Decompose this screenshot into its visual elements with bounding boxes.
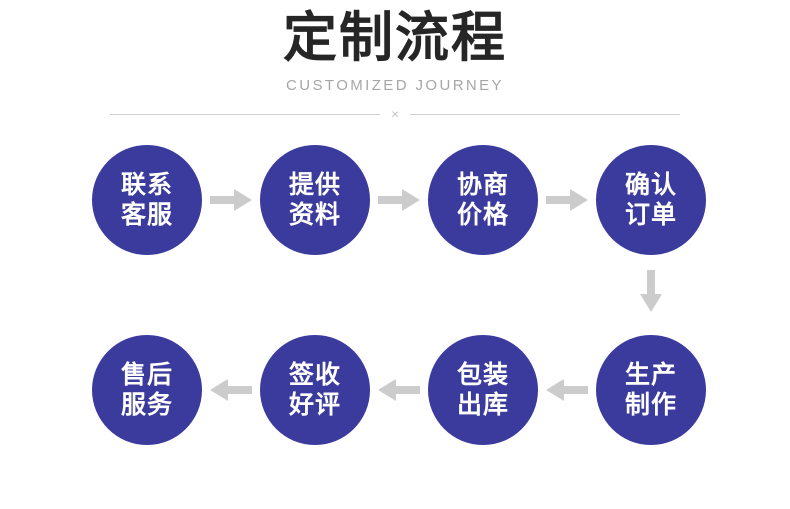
arrow-right-icon — [210, 189, 252, 211]
process-step-contact-service[interactable]: 联系 客服 — [92, 145, 202, 255]
process-step-provide-materials[interactable]: 提供 资料 — [260, 145, 370, 255]
process-step-production[interactable]: 生产 制作 — [596, 335, 706, 445]
arrow-down-icon — [640, 270, 662, 312]
divider-line-left — [110, 114, 380, 115]
step-label-line1: 协商 — [456, 170, 509, 199]
process-step-packaging-shipping[interactable]: 包装 出库 — [428, 335, 538, 445]
step-label-line1: 联系 — [120, 170, 173, 199]
step-label-line1: 确认 — [624, 170, 677, 199]
process-step-negotiate-price[interactable]: 协商 价格 — [428, 145, 538, 255]
step-label-line2: 资料 — [288, 200, 341, 229]
process-step-confirm-order[interactable]: 确认 订单 — [596, 145, 706, 255]
arrow-right-icon — [378, 189, 420, 211]
step-label-line1: 提供 — [288, 170, 341, 199]
step-label-line2: 价格 — [456, 200, 509, 229]
process-step-after-sales-service[interactable]: 售后 服务 — [92, 335, 202, 445]
step-label-line1: 售后 — [120, 360, 173, 389]
step-label-line2: 客服 — [120, 200, 173, 229]
step-label-line1: 签收 — [288, 360, 341, 389]
arrow-left-icon — [378, 379, 420, 401]
page-header: 定制流程 CUSTOMIZED JOURNEY — [0, 0, 790, 96]
process-step-receipt-review[interactable]: 签收 好评 — [260, 335, 370, 445]
header-divider: × — [110, 106, 680, 122]
step-label-line2: 订单 — [624, 200, 677, 229]
page-subtitle: CUSTOMIZED JOURNEY — [286, 77, 504, 94]
step-label-line1: 生产 — [624, 360, 677, 389]
arrow-left-icon — [546, 379, 588, 401]
arrow-right-icon — [546, 189, 588, 211]
arrow-left-icon — [210, 379, 252, 401]
step-label-line1: 包装 — [456, 360, 509, 389]
step-label-line2: 好评 — [288, 390, 341, 419]
step-label-line2: 服务 — [120, 390, 173, 419]
page-title: 定制流程 — [283, 6, 507, 69]
divider-line-right — [410, 114, 680, 115]
step-label-line2: 制作 — [624, 390, 677, 419]
divider-cross-icon: × — [391, 106, 399, 122]
step-label-line2: 出库 — [456, 390, 509, 419]
